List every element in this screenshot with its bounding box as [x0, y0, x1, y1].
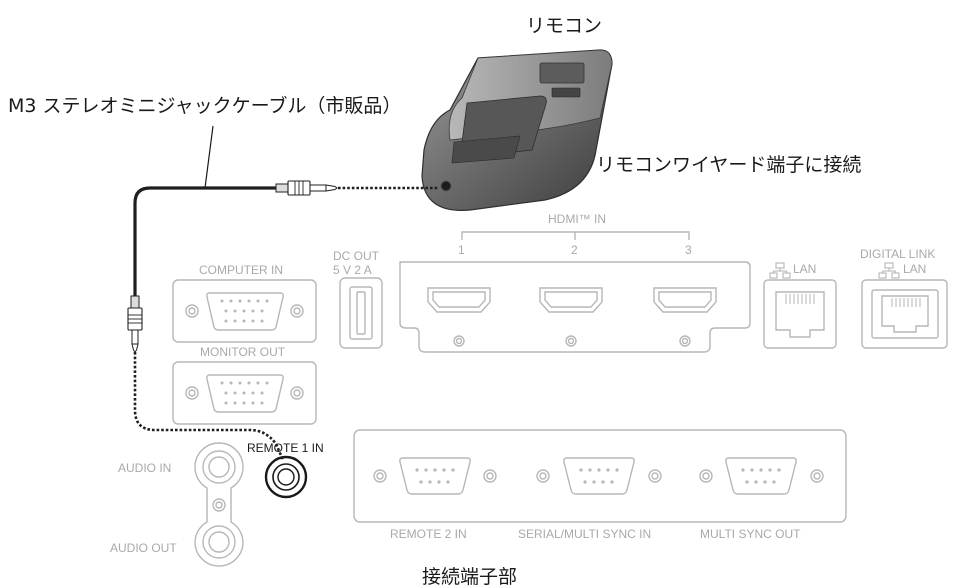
stereo-mini-plug-icon: [127, 295, 143, 353]
lan-label: LAN: [793, 262, 817, 276]
connect-label: リモコンワイヤード端子に接続: [596, 154, 862, 176]
remote1-in-jack-icon: [264, 455, 308, 499]
cable-label: M3 ステレオミニジャックケーブル（市販品）: [8, 95, 402, 117]
audio-jack-icon: [194, 442, 244, 567]
serial-multi-sync-in-port: [536, 457, 662, 495]
hdmi-2-label: 2: [571, 243, 578, 257]
remote-control-icon: [421, 49, 613, 211]
audio-out-label: AUDIO OUT: [110, 541, 177, 555]
hdmi-port-group: [399, 231, 751, 353]
multi-sync-out-label: MULTI SYNC OUT: [700, 527, 801, 541]
remote-label: リモコン: [526, 15, 603, 37]
serial-port-group: [353, 429, 847, 523]
digital-link-lan-label: LAN: [903, 262, 927, 276]
hdmi-port-icon: [427, 287, 491, 347]
d-sub-9-port-icon: [741, 468, 781, 484]
multi-sync-out-port: [699, 457, 824, 495]
cable-assembly: [127, 125, 438, 461]
usb-port-icon: [339, 277, 383, 349]
hdmi-group-label: HDMI™ IN: [548, 212, 606, 226]
hdmi-3-label: 3: [685, 243, 692, 257]
terminal-panel-label: 接続端子部: [422, 566, 518, 588]
audio-in-label: AUDIO IN: [118, 461, 172, 475]
dc-out-label: DC OUT: [333, 249, 379, 263]
stereo-mini-plug-icon: [275, 180, 338, 196]
network-icon: [878, 262, 900, 279]
computer-in-label: COMPUTER IN: [199, 263, 283, 277]
d-sub-9-port-icon: [415, 468, 455, 484]
serial-multi-sync-in-label: SERIAL/MULTI SYNC IN: [518, 527, 652, 541]
remote1-in-label: REMOTE 1 IN: [247, 441, 324, 455]
d-sub-15-port-icon: [220, 299, 269, 323]
terminal-panel: [172, 231, 948, 567]
lan-port-icon: [763, 279, 837, 349]
remote2-in-label: REMOTE 2 IN: [390, 527, 467, 541]
hdmi-1-label: 1: [458, 243, 465, 257]
network-icon: [769, 262, 791, 279]
monitor-out-label: MONITOR OUT: [200, 345, 286, 359]
hdmi-port-icon: [539, 287, 603, 347]
d-sub-9-port-icon: [579, 468, 619, 484]
dc-out-rating-label: 5 V 2 A: [333, 263, 372, 277]
digital-link-port: [861, 279, 948, 349]
d-sub-15-port-icon: [220, 381, 269, 405]
digital-link-label: DIGITAL LINK: [860, 247, 936, 261]
computer-in-port: [172, 279, 317, 343]
hdmi-port-icon: [653, 287, 717, 347]
remote2-in-port: [373, 457, 497, 495]
monitor-out-port: [172, 361, 317, 425]
